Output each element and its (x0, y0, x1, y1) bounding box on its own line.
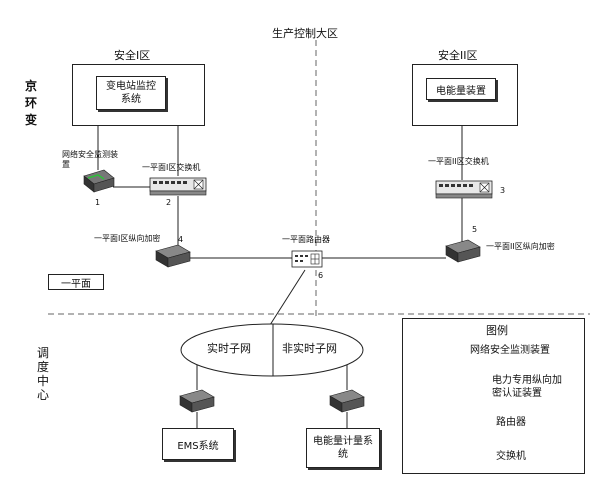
plane-label: 一平面 (61, 278, 91, 290)
security-monitor-icon (83, 169, 115, 193)
legend-item-label: 网络安全监测装置 (470, 345, 550, 356)
router-label: 一平面路由器 (282, 235, 330, 244)
plane-label-box: 一平面 (48, 274, 104, 290)
ems-system: EMS系统 (162, 428, 234, 460)
switch2-label: 一平面II区交换机 (428, 157, 489, 166)
substation-monitor-system: 变电站监控系统 (96, 76, 166, 110)
station-label: 京环变 (24, 79, 37, 127)
router-number: 6 (318, 271, 324, 280)
legend-item-label: 电力专用纵向加密认证装置 (492, 375, 562, 399)
legend-box (402, 318, 585, 474)
crypto-device-icon (329, 389, 365, 413)
crypto1-number: 4 (178, 235, 184, 244)
crypto-device-icon (155, 244, 191, 268)
dispatch-label: 调度中心 (36, 346, 49, 402)
net-monitor-number: 1 (95, 198, 101, 207)
crypto-device-icon (179, 389, 215, 413)
legend-item-label: 路由器 (496, 417, 526, 428)
switch1-label: 一平面I区交换机 (142, 163, 201, 172)
switch-icon (149, 177, 207, 196)
net-monitor-label: 网络安全监测装置 (62, 150, 118, 169)
subnet-ellipse (180, 323, 364, 377)
energy-device-label: 电能量装置 (436, 85, 486, 97)
legend-item-label: 交换机 (496, 451, 526, 462)
switch2-number: 3 (500, 186, 506, 195)
page-title: 生产控制大区 (272, 27, 338, 40)
energy-device-system: 电能量装置 (426, 78, 496, 100)
zone1-label: 安全I区 (114, 49, 151, 62)
energy-meter-system: 电能量计量系统 (306, 428, 380, 468)
zone2-label: 安全II区 (438, 49, 478, 62)
substation-monitor-label: 变电站监控系统 (106, 81, 156, 105)
router-icon (291, 250, 323, 268)
ems-label: EMS系统 (177, 440, 219, 452)
energy-meter-label: 电能量计量系统 (313, 436, 373, 460)
nonrealtime-subnet-label: 非实时子网 (282, 342, 337, 355)
crypto2-label: 一平面II区纵向加密 (486, 242, 555, 251)
crypto-device-icon (445, 239, 481, 263)
switch-icon (435, 180, 493, 199)
switch1-number: 2 (166, 198, 172, 207)
crypto1-label: 一平面I区纵向加密 (94, 234, 161, 243)
legend-title: 图例 (486, 324, 508, 337)
realtime-subnet-label: 实时子网 (207, 342, 251, 355)
crypto2-number: 5 (472, 225, 478, 234)
